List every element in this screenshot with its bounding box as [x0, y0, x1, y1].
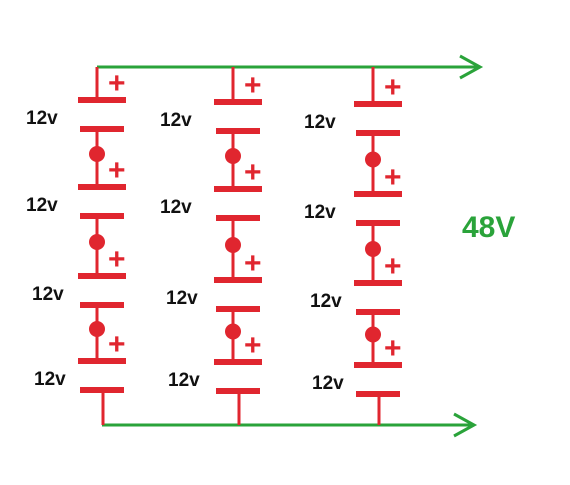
- polarity-plus-sign: +: [244, 156, 262, 189]
- battery-cell: +12v: [168, 329, 262, 394]
- cell-voltage-label: 12v: [166, 288, 198, 309]
- battery-cell: +12v: [304, 71, 402, 136]
- cell-voltage-label: 12v: [160, 197, 192, 218]
- junction-dot: [89, 234, 105, 250]
- polarity-plus-sign: +: [108, 67, 126, 100]
- junction-dot: [365, 151, 381, 168]
- battery-cell: +12v: [26, 154, 126, 219]
- polarity-plus-sign: +: [384, 332, 402, 365]
- battery-cell: +12v: [160, 156, 262, 221]
- cell-voltage-label: 12v: [34, 369, 66, 390]
- polarity-plus-sign: +: [384, 161, 402, 194]
- junction-dot: [225, 237, 241, 253]
- cell-voltage-label: 12v: [312, 373, 344, 394]
- junction-dot: [89, 321, 105, 337]
- polarity-plus-sign: +: [108, 154, 126, 187]
- battery-string-1: +12v+12v+12v+12v: [26, 67, 126, 425]
- cell-voltage-label: 12v: [160, 110, 192, 131]
- battery-strings: +12v+12v+12v+12v+12v+12v+12v+12v+12v+12v…: [26, 67, 402, 425]
- cell-voltage-label: 12v: [310, 291, 342, 312]
- junction-dot: [225, 323, 241, 340]
- cell-voltage-label: 12v: [26, 108, 58, 129]
- battery-cell: +12v: [160, 69, 262, 134]
- battery-cell: +12v: [304, 161, 402, 226]
- junction-dot: [225, 148, 241, 164]
- polarity-plus-sign: +: [244, 247, 262, 280]
- polarity-plus-sign: +: [244, 329, 262, 362]
- battery-cell: +12v: [310, 250, 402, 315]
- battery-cell: +12v: [32, 243, 126, 308]
- polarity-plus-sign: +: [384, 250, 402, 283]
- total-voltage-label: 48V: [462, 211, 515, 244]
- cell-voltage-label: 12v: [304, 202, 336, 223]
- battery-cell: +12v: [26, 67, 126, 132]
- junction-dot: [89, 146, 105, 162]
- junction-dot: [365, 326, 381, 343]
- polarity-plus-sign: +: [108, 243, 126, 276]
- polarity-plus-sign: +: [244, 69, 262, 102]
- battery-cell: +12v: [312, 332, 402, 397]
- battery-string-3: +12v+12v+12v+12v: [304, 67, 402, 425]
- battery-cell: +12v: [34, 328, 126, 393]
- battery-string-2: +12v+12v+12v+12v: [160, 67, 262, 425]
- bottom-bus-arrowhead: [453, 412, 478, 438]
- polarity-plus-sign: +: [108, 328, 126, 361]
- battery-cell: +12v: [166, 247, 262, 312]
- polarity-plus-sign: +: [384, 71, 402, 104]
- top-bus-arrowhead: [459, 54, 484, 80]
- cell-voltage-label: 12v: [304, 112, 336, 133]
- cell-voltage-label: 12v: [168, 370, 200, 391]
- cell-voltage-label: 12v: [26, 195, 58, 216]
- cell-voltage-label: 12v: [32, 284, 64, 305]
- junction-dot: [365, 241, 381, 257]
